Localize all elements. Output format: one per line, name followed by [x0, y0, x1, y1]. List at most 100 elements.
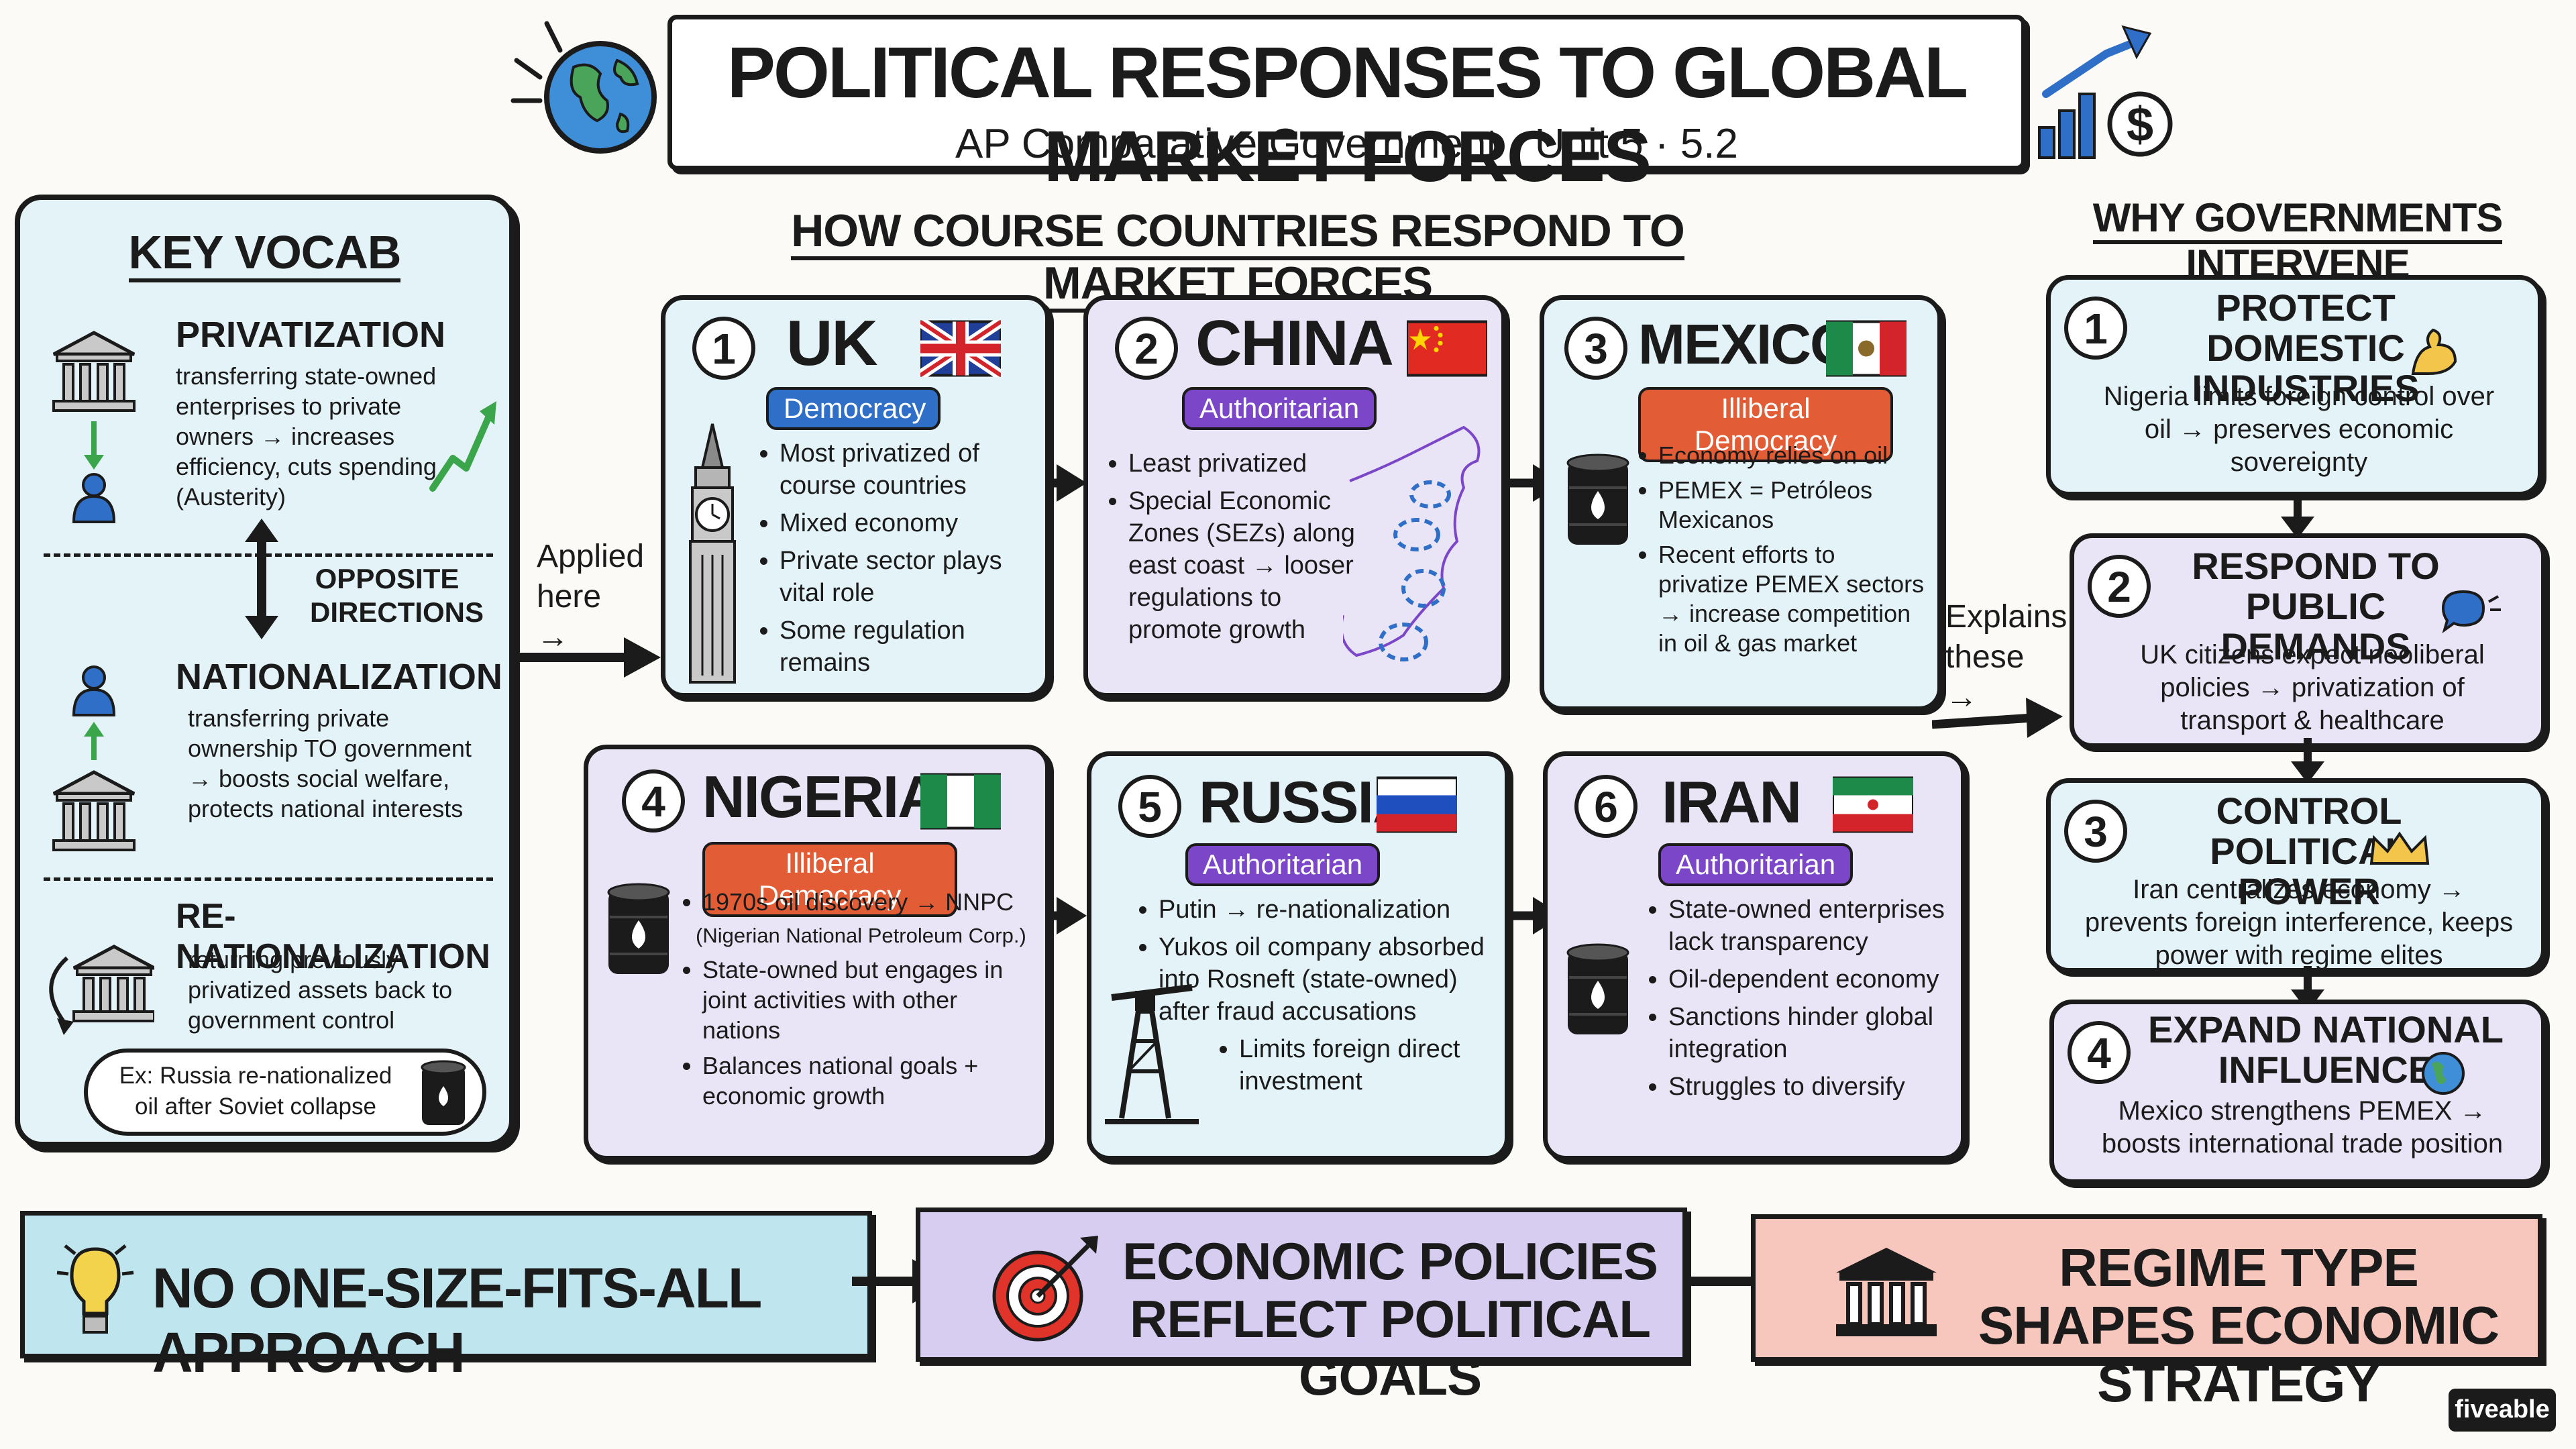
double-arrow-icon [245, 519, 278, 639]
explains-these-label: Explains these → [1945, 599, 2068, 715]
government-building-icon [1836, 1248, 1937, 1336]
bullet: Some regulation remains [780, 614, 1041, 679]
bullet: PEMEX = Petróleos Mexicanos [1658, 476, 1927, 535]
country-number: 4 [622, 769, 685, 833]
bullet: Mixed economy [780, 507, 1041, 539]
reason-title: EXPAND NATIONAL INFLUENCE [2148, 1008, 2504, 1091]
nationalization-icon [52, 665, 136, 851]
reason-arrow [2281, 493, 2314, 539]
country-number: 1 [692, 317, 755, 380]
takeaway-text: NO ONE-SIZE-FITS-ALL APPROACH [152, 1256, 761, 1384]
reason-body: UK citizens expect neoliberal policies →… [2140, 640, 2485, 735]
oil-barrel-icon [1566, 453, 1629, 545]
country-bullets: Most privatized of course countries Mixe… [753, 437, 1041, 684]
country-card-iran: 6 IRAN Authoritarian State-owned enterpr… [1543, 751, 1966, 1161]
privatization-term: PRIVATIZATION [176, 315, 445, 355]
page-title: POLITICAL RESPONSES TO GLOBAL MARKET FOR… [727, 32, 1968, 197]
country-name: UK [786, 307, 878, 379]
key-vocab-panel: KEY VOCAB PRIVATIZATION transferring sta… [15, 195, 515, 1147]
big-ben-icon [689, 423, 736, 684]
nigeria-flag-icon [920, 773, 1001, 830]
takeaway-banner-1: NO ONE-SIZE-FITS-ALL APPROACH [20, 1211, 872, 1384]
country-bullets: Putin → re-nationalization Yukos oil com… [1132, 894, 1494, 1103]
regime-badge: Authoritarian [1182, 387, 1377, 430]
flexed-arm-icon [2411, 328, 2457, 375]
government-building-icon [52, 331, 136, 523]
regime-badge: Illiberal Democracy [1638, 387, 1893, 462]
bullet: Putin → re-nationalization [1159, 894, 1494, 926]
reason-body: Mexico strengthens PEMEX → boosts intern… [2101, 1096, 2504, 1159]
country-name: NIGERIA [702, 763, 941, 830]
country-bullets: Economy relies on oil PEMEX = Petróleos … [1631, 441, 1927, 663]
growth-chart-dollar-icon: $ [2038, 25, 2173, 159]
countries-heading: HOW COURSE COUNTRIES RESPOND TO MARKET F… [691, 205, 1784, 313]
bullet: Yukos oil company absorbed into Rosneft … [1159, 931, 1494, 1028]
bullet: State-owned enterprises lack transparenc… [1668, 894, 1957, 958]
bullet: Least privatized [1128, 447, 1370, 480]
oil-barrel-icon [1566, 943, 1629, 1034]
speech-bubble-icon [2441, 590, 2501, 633]
country-bullets: State-owned enterprises lack transparenc… [1642, 894, 1957, 1108]
reason-number: 3 [2064, 800, 2127, 863]
crown-icon [2369, 831, 2430, 865]
title-banner: POLITICAL RESPONSES TO GLOBAL MARKET FOR… [667, 15, 2026, 197]
reason-card-1: 1 PROTECT DOMESTIC INDUSTRIES Nigeria li… [2046, 275, 2542, 496]
reason-card-4: 4 EXPAND NATIONAL INFLUENCE Mexico stren… [2049, 1000, 2546, 1184]
bullet: Special Economic Zones (SEZs) along east… [1128, 485, 1370, 646]
target-icon [992, 1236, 1098, 1342]
regime-badge: Democracy [766, 387, 941, 430]
country-card-mexico: 3 MEXICO Illiberal Democracy Economy rel… [1540, 295, 1942, 711]
country-name: IRAN [1662, 769, 1802, 835]
mexico-flag-icon [1826, 320, 1907, 377]
takeaway-text: REGIME TYPE SHAPES ECONOMIC STRATEGY [1978, 1238, 2500, 1413]
why-heading: WHY GOVERNMENTS INTERVENE [2036, 195, 2559, 290]
uk-flag-icon [920, 320, 1001, 377]
bullet-note: (Nigerian National Petroleum Corp.) [696, 924, 1026, 947]
china-flag-icon [1407, 320, 1487, 377]
example-cloud: Ex: Russia re-nationalized oil after Sov… [84, 1049, 486, 1136]
vocab-divider-2 [44, 877, 493, 881]
country-number: 2 [1115, 317, 1178, 380]
country-name: CHINA [1195, 307, 1394, 379]
reason-arrow [2291, 738, 2324, 784]
reason-title: RESPOND TO PUBLIC DEMANDS [2192, 545, 2440, 667]
country-bullets: Least privatized Special Economic Zones … [1102, 447, 1370, 651]
applied-here-label: Applied here → [537, 539, 645, 655]
oil-barrel-icon [607, 883, 670, 974]
key-vocab-heading: KEY VOCAB [20, 225, 509, 282]
oil-derrick-icon [1105, 984, 1199, 1124]
globe-icon [2422, 1052, 2465, 1095]
reason-card-2: 2 RESPOND TO PUBLIC DEMANDS UK citizens … [2070, 533, 2546, 748]
regime-badge: Illiberal Democracy [702, 842, 957, 917]
bullet: Sanctions hinder global integration [1668, 1001, 1957, 1065]
takeaway-banner-2: ECONOMIC POLICIES REFLECT POLITICAL GOAL… [916, 1208, 1687, 1405]
country-card-russia: 5 RUSSIA Authoritarian Putin → re-nation… [1087, 751, 1509, 1161]
bullet: Balances national goals + economic growt… [702, 1051, 1038, 1111]
renationalization-definition: returning previously privatized assets b… [188, 946, 453, 1034]
bullet: Limits foreign direct investment [1239, 1033, 1494, 1097]
iran-flag-icon [1833, 776, 1913, 833]
privatization-definition: transferring state-owned enterprises to … [176, 362, 437, 511]
country-card-nigeria: 4 NIGERIA Illiberal Democracy 1970s oil … [584, 745, 1050, 1161]
reason-body: Nigeria limits foreign control over oil … [2103, 382, 2495, 477]
page-subtitle: AP Comparative Government · Unit 5 · 5.2 [955, 121, 1738, 167]
reason-number: 1 [2064, 297, 2127, 360]
oil-barrel-icon [421, 1060, 466, 1125]
bullet: Private sector plays vital role [780, 545, 1041, 609]
renationalization-icon [49, 945, 154, 1035]
bullet: 1970s oil discovery → NNPC [702, 887, 1038, 917]
bullet: Most privatized of course countries [780, 437, 1041, 502]
country-number: 5 [1118, 775, 1181, 838]
takeaway-banner-3: REGIME TYPE SHAPES ECONOMIC STRATEGY [1751, 1214, 2542, 1412]
nationalization-definition: transferring private ownership TO govern… [188, 704, 472, 822]
fiveable-logo: fiveable [2449, 1389, 2556, 1432]
bullet: Recent efforts to privatize PEMEX sector… [1658, 540, 1927, 658]
explains-arrow [1932, 698, 2063, 738]
renationalization-term: RE-NATIONALIZATION [176, 897, 490, 976]
globe-icon [511, 21, 657, 154]
china-coast-map-icon [1343, 425, 1481, 661]
takeaway-text: ECONOMIC POLICIES REFLECT POLITICAL GOAL… [1122, 1232, 1658, 1406]
lightbulb-icon [56, 1244, 134, 1334]
reason-card-3: 3 CONTROL POLITICAL POWER Iran centraliz… [2046, 778, 2546, 973]
nationalization-term: NATIONALIZATION [176, 657, 502, 697]
